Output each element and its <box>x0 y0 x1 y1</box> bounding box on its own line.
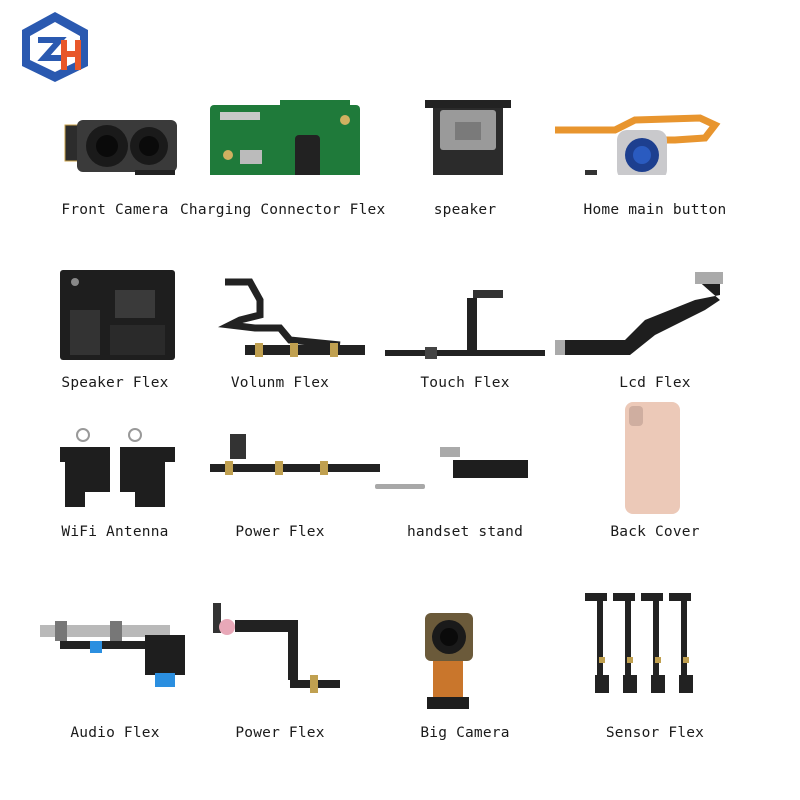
product-handset-stand[interactable]: handset stand <box>365 372 565 572</box>
product-back-cover[interactable]: Back Cover <box>555 372 755 572</box>
speaker-flex-icon <box>60 270 175 360</box>
volume-flex-icon <box>218 278 365 357</box>
product-touch-flex[interactable]: Touch Flex <box>365 200 565 400</box>
power-flex-icon <box>213 603 340 693</box>
product-lcd-flex[interactable]: Lcd Flex <box>555 200 755 400</box>
handset-stand-icon <box>375 447 528 489</box>
product-label: Home main button <box>583 202 727 218</box>
product-label: Power Flex <box>235 725 325 741</box>
product-label: Charging Connector Flex <box>180 202 386 218</box>
product-wifi-antenna[interactable]: WiFi Antenna <box>15 372 215 572</box>
brand-logo-icon <box>22 12 88 82</box>
product-label: Touch Flex <box>420 375 510 391</box>
product-label: Power Flex <box>235 524 325 540</box>
product-charging-connector-flex[interactable]: Charging Connector Flex <box>180 0 385 218</box>
lcd-flex-icon <box>555 272 723 355</box>
product-speaker[interactable]: speaker <box>365 0 565 218</box>
product-label: speaker <box>433 202 497 218</box>
product-front-camera[interactable]: Front Camera <box>15 0 215 218</box>
product-label: Big Camera <box>420 725 510 741</box>
big-camera-icon <box>425 613 473 709</box>
product-audio-flex[interactable]: Audio Flex <box>15 575 215 775</box>
front-camera-icon <box>64 120 177 175</box>
product-label: handset stand <box>406 524 524 540</box>
product-power-flex[interactable]: Power Flex <box>180 372 380 572</box>
wifi-antenna-icon <box>60 428 175 507</box>
product-label: Speaker Flex <box>61 375 169 391</box>
touch-flex-icon <box>385 290 545 359</box>
product-label: Volunm Flex <box>230 375 330 391</box>
product-label: Sensor Flex <box>605 725 705 741</box>
product-power-flex-2[interactable]: Power Flex <box>180 575 380 775</box>
power-flex-icon <box>210 434 380 475</box>
product-label: Audio Flex <box>70 725 160 741</box>
home-button-icon <box>555 114 721 175</box>
product-label: WiFi Antenna <box>61 524 169 540</box>
product-volume-flex[interactable]: Volunm Flex <box>180 200 380 400</box>
sensor-flex-icon <box>585 593 693 693</box>
product-label: Lcd Flex <box>619 375 691 391</box>
charging-connector-flex-icon <box>210 100 360 175</box>
product-label: Back Cover <box>610 524 700 540</box>
product-sensor-flex[interactable]: Sensor Flex <box>555 575 755 775</box>
product-big-camera[interactable]: Big Camera <box>365 575 565 775</box>
speaker-icon <box>425 100 511 175</box>
audio-flex-icon <box>40 621 185 687</box>
product-home-main-button[interactable]: Home main button <box>555 0 755 218</box>
product-speaker-flex[interactable]: Speaker Flex <box>15 200 215 400</box>
back-cover-icon <box>625 402 680 514</box>
product-label: Front Camera <box>61 202 169 218</box>
